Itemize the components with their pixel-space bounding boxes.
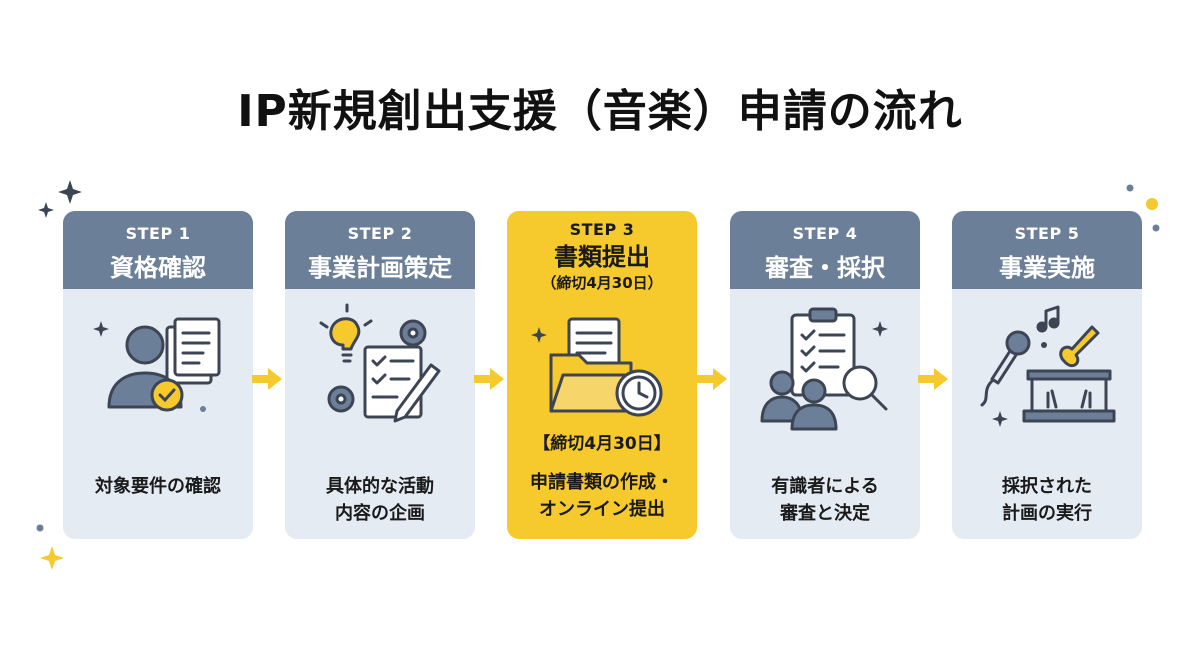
step-2-header: STEP 2 事業計画策定 bbox=[285, 211, 475, 289]
step-1-desc-line1: 対象要件の確認 bbox=[95, 476, 221, 497]
step-5-header: STEP 5 事業実施 bbox=[952, 211, 1142, 289]
arrow-right-icon bbox=[918, 368, 948, 390]
step-4-desc-line2: 審査と決定 bbox=[780, 503, 870, 524]
step-4-desc-line1: 有識者による bbox=[771, 476, 879, 497]
step-2-description: 具体的な活動 内容の企画 bbox=[285, 473, 475, 527]
lightbulb-gears-pencil-icon bbox=[319, 303, 441, 423]
folder-document-clock-icon bbox=[531, 317, 663, 417]
arrow-right-icon bbox=[474, 368, 504, 390]
microphone-guitar-stage-icon bbox=[980, 305, 1116, 427]
arrow-right-icon bbox=[252, 368, 282, 390]
step-3-card: STEP 3 書類提出 （締切4月30日） 【締切4月30日】 申請書類の作成・… bbox=[507, 211, 697, 539]
clipboard-people-magnifier-icon bbox=[760, 307, 888, 431]
step-3-desc-line2: オンライン提出 bbox=[539, 499, 665, 520]
step-4-number: STEP 4 bbox=[792, 224, 858, 243]
step-5-desc-line2: 計画の実行 bbox=[1002, 503, 1092, 524]
step-3-title: 書類提出 bbox=[554, 243, 650, 271]
step-3-header: STEP 3 書類提出 （締切4月30日） bbox=[507, 211, 697, 307]
step-4-header: STEP 4 審査・採択 bbox=[730, 211, 920, 289]
step-5-desc-line1: 採択された bbox=[1002, 476, 1092, 497]
step-3-deadline: 【締切4月30日】 bbox=[533, 434, 671, 454]
step-3-number: STEP 3 bbox=[569, 220, 635, 239]
step-5-number: STEP 5 bbox=[1014, 224, 1080, 243]
sparkle-icon bbox=[38, 180, 82, 218]
step-2-title: 事業計画策定 bbox=[308, 254, 452, 282]
step-1-number: STEP 1 bbox=[125, 224, 191, 243]
step-1-header: STEP 1 資格確認 bbox=[63, 211, 253, 289]
step-2-card: STEP 2 事業計画策定 具体的な活動 内容の企画 bbox=[285, 211, 475, 539]
step-4-card: STEP 4 審査・採択 有識者による 審査と決定 bbox=[730, 211, 920, 539]
arrow-right-icon bbox=[697, 368, 727, 390]
step-1-card: STEP 1 資格確認 対象要件の確認 bbox=[63, 211, 253, 539]
step-2-number: STEP 2 bbox=[347, 224, 413, 243]
step-3-description: 申請書類の作成・ オンライン提出 bbox=[507, 469, 697, 523]
step-5-title: 事業実施 bbox=[999, 254, 1095, 282]
step-1-title: 資格確認 bbox=[110, 254, 206, 282]
step-3-subtitle: （締切4月30日） bbox=[541, 274, 663, 292]
step-5-description: 採択された 計画の実行 bbox=[952, 473, 1142, 527]
step-4-description: 有識者による 審査と決定 bbox=[730, 473, 920, 527]
step-1-description: 対象要件の確認 bbox=[63, 473, 253, 500]
step-2-desc-line2: 内容の企画 bbox=[335, 503, 425, 524]
step-4-title: 審査・採択 bbox=[765, 254, 885, 282]
step-3-desc-line1: 申請書類の作成・ bbox=[530, 472, 674, 493]
step-2-desc-line1: 具体的な活動 bbox=[326, 476, 434, 497]
step-5-card: STEP 5 事業実施 採択された 計画の実行 bbox=[952, 211, 1142, 539]
page-title: IP新規創出支援（音楽）申請の流れ bbox=[237, 86, 963, 137]
dots-decoration-icon bbox=[1126, 184, 1160, 232]
person-document-check-icon bbox=[93, 317, 221, 412]
sparkle-dots-icon bbox=[36, 524, 64, 570]
